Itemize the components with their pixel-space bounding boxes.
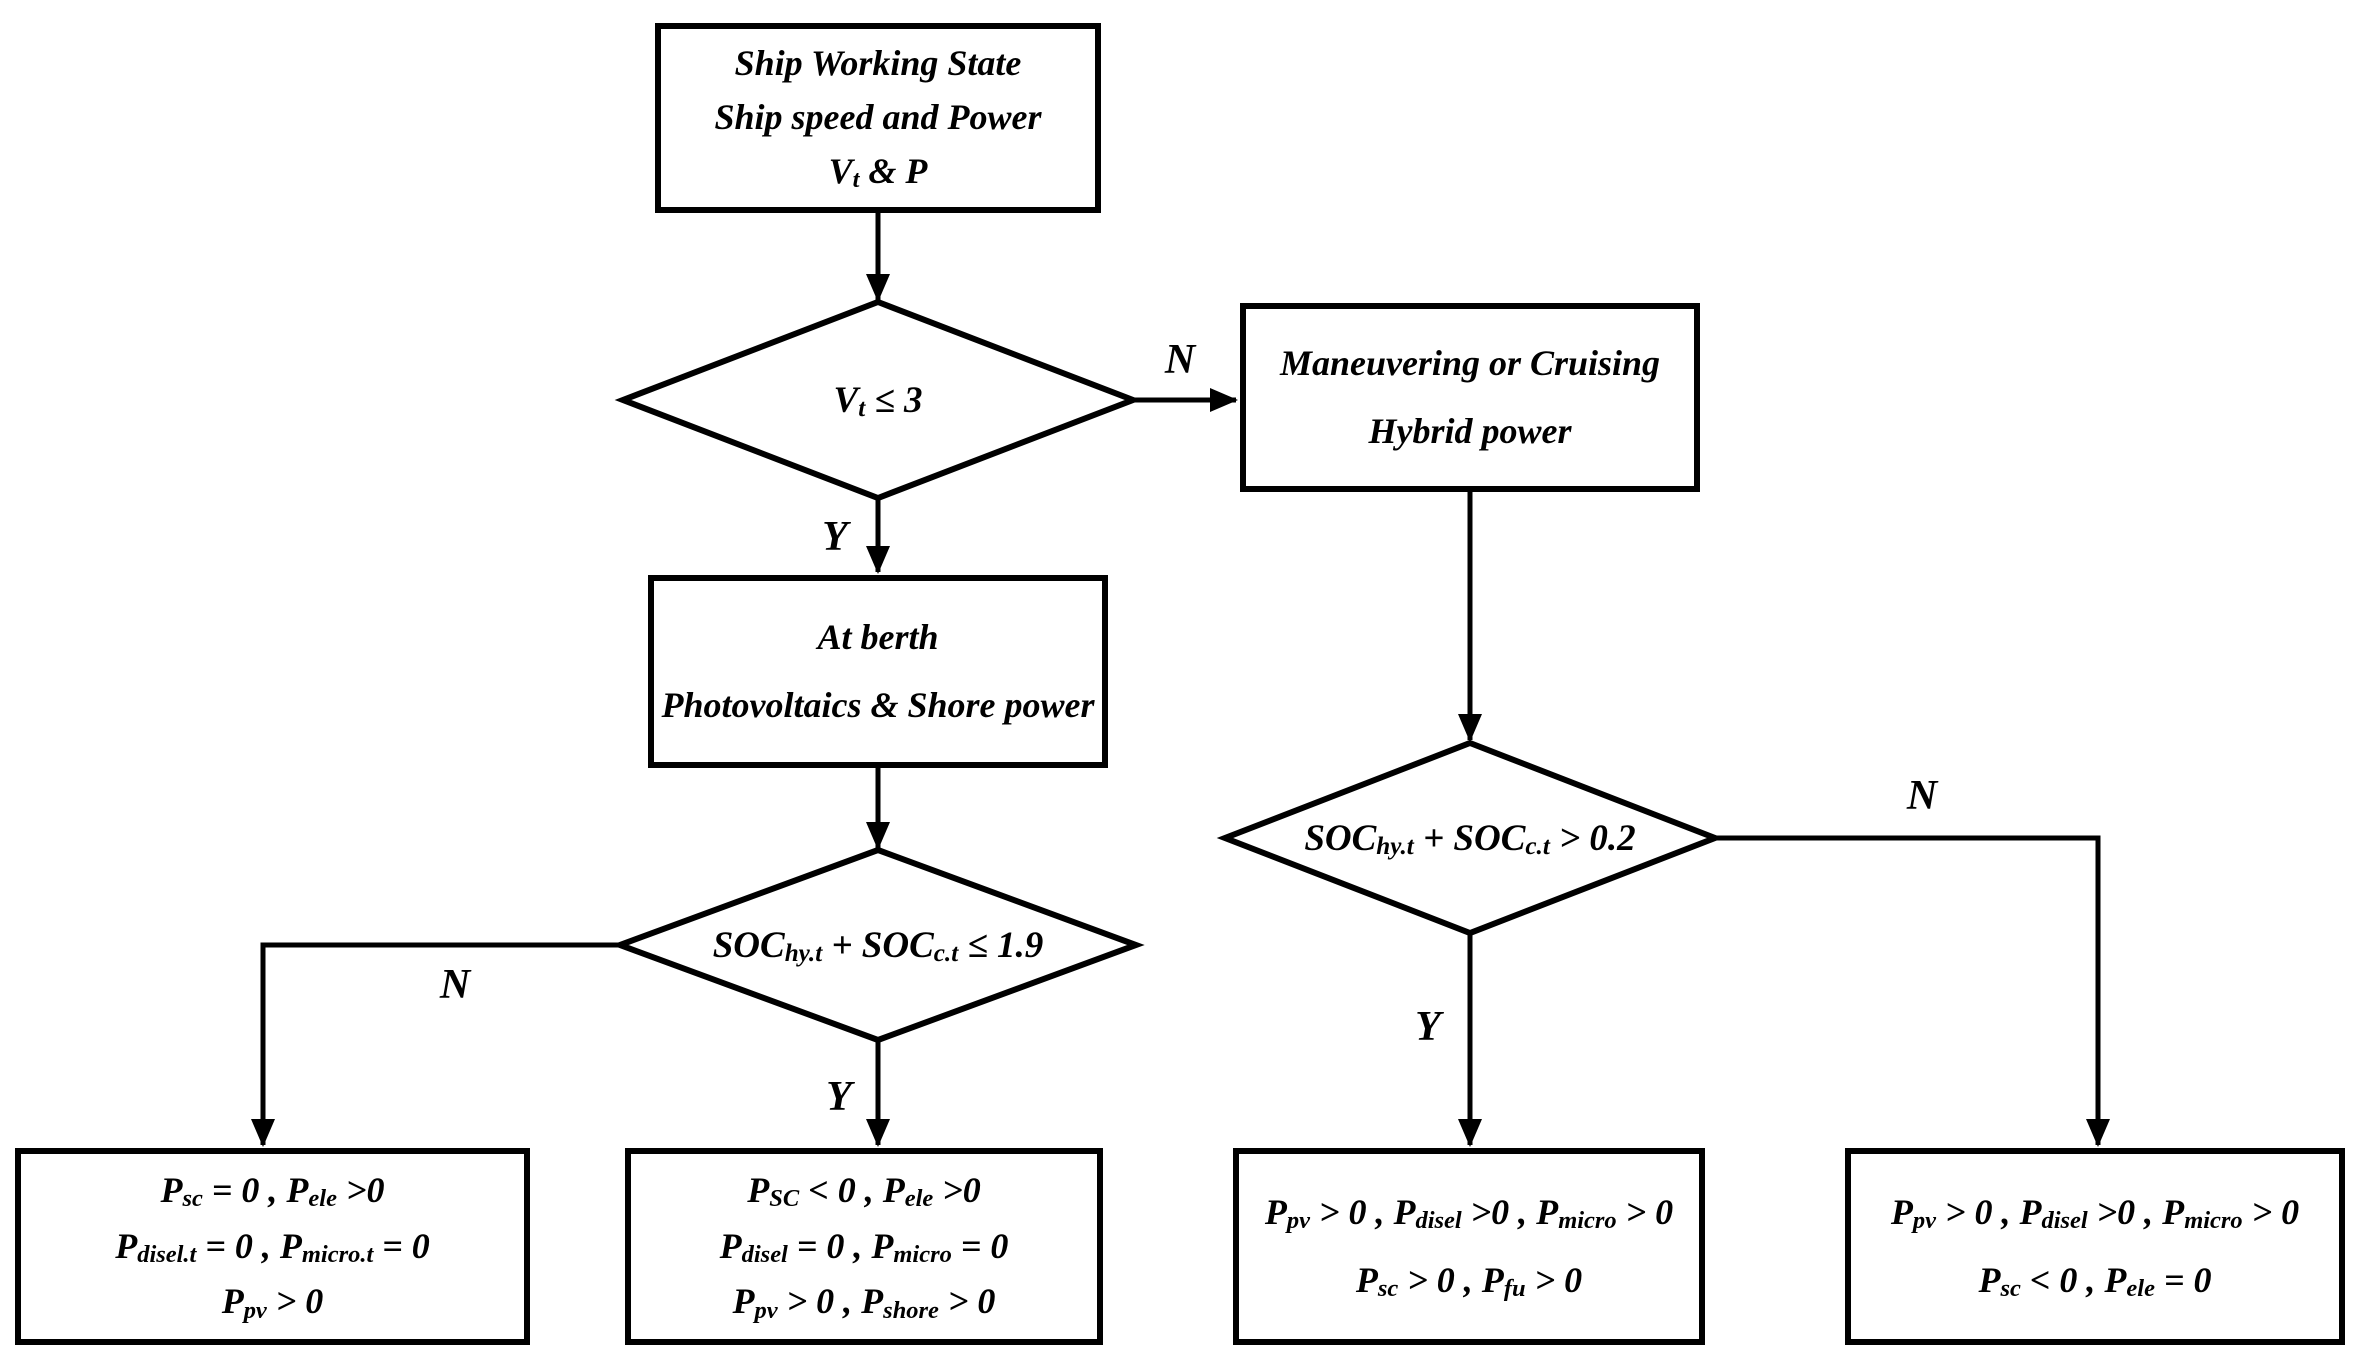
maneuvering-line-1: Maneuvering or Cruising [1279,342,1661,383]
outcome-cruise-yes-line-1: Ppv > 0 , Pdisel >0 , Pmicro > 0 [1264,1191,1674,1235]
start-line-3: Vt & P [828,151,928,194]
decision-soc-cruise-shape [1216,739,1724,937]
edge-label-soc-berth-no: N [439,962,471,1008]
outcome-box-berth-yes: PSC < 0 , Pele >0 Pdisel = 0 , Pmicro = … [625,1148,1103,1345]
outcome-berth-yes-line-2: Pdisel = 0 , Pmicro = 0 [719,1225,1009,1268]
maneuvering-line-2: Hybrid power [1368,410,1572,451]
edge-label-speed-no: N [1164,337,1196,383]
outcome-berth-no-line-3: Ppv > 0 [221,1281,324,1324]
node-maneuvering: Maneuvering or Cruising Hybrid power [1240,303,1700,492]
start-line-1: Ship Working State [734,43,1022,84]
decision-ship-speed-shape [614,298,1142,502]
outcome-cruise-no-line-1: Ppv > 0 , Pdisel >0 , Pmicro > 0 [1890,1191,2300,1235]
edge-label-speed-yes: Y [822,514,848,560]
outcome-cruise-yes-line-2: Psc > 0 , Pfu > 0 [1355,1259,1583,1302]
edge-soc-cruise-no-elbow [1715,835,2110,1147]
start-line-2: Ship speed and Power [714,97,1042,138]
node-at-berth: At berth Photovoltaics & Shore power [648,575,1108,768]
decision-soc-berth-shape [611,846,1145,1044]
edge-label-soc-cruise-yes: Y [1415,1004,1441,1050]
outcome-berth-yes-line-1: PSC < 0 , Pele >0 [747,1169,981,1213]
at-berth-line-1: At berth [817,616,939,657]
edge-label-soc-cruise-no: N [1906,773,1938,819]
outcome-berth-no-line-1: Psc = 0 , Pele >0 [160,1169,385,1213]
outcome-box-cruise-no: Ppv > 0 , Pdisel >0 , Pmicro > 0 Psc < 0… [1845,1148,2345,1345]
outcome-box-cruise-yes: Ppv > 0 , Pdisel >0 , Pmicro > 0 Psc > 0… [1233,1148,1705,1345]
outcome-berth-no-line-2: Pdisel.t = 0 , Pmicro.t = 0 [115,1225,430,1268]
outcome-box-berth-no: Psc = 0 , Pele >0 Pdisel.t = 0 , Pmicro.… [15,1148,530,1345]
outcome-cruise-no-line-2: Psc < 0 , Pele = 0 [1978,1259,2212,1302]
outcome-berth-yes-line-3: Ppv > 0 , Pshore > 0 [732,1281,996,1324]
node-start: Ship Working State Ship speed and Power … [655,23,1101,213]
at-berth-line-2: Photovoltaics & Shore power [661,684,1095,725]
edge-label-soc-berth-yes: Y [826,1074,852,1120]
edge-soc-berth-no-elbow [251,942,620,1147]
